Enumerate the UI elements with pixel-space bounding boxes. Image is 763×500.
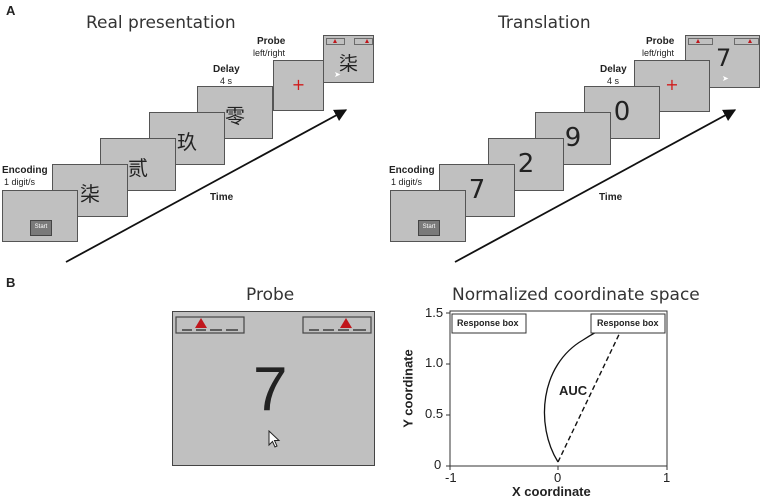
right-probe-stimulus: 7 xyxy=(716,44,732,72)
left-time-label: Time xyxy=(210,192,234,203)
left-probe-screen: 柒 ➤ xyxy=(323,35,374,83)
right-probe-markers xyxy=(688,38,759,45)
mouse-cursor-icon xyxy=(268,430,281,448)
x-tick-neg1: -1 xyxy=(445,470,457,485)
left-fixation-cross: + xyxy=(291,75,306,94)
time-arrow-right xyxy=(454,109,737,263)
y-axis-label: Y coordinate xyxy=(400,349,416,428)
x-tick-1: 1 xyxy=(663,470,671,485)
right-encoding-rate: 1 digit/s xyxy=(391,177,423,187)
right-probe-value: left/right xyxy=(642,48,675,58)
left-delay-label: Delay xyxy=(213,64,240,75)
y-tick-10: 1.0 xyxy=(425,355,444,370)
left-encoding-label: Encoding xyxy=(2,165,48,176)
right-marker-triangle xyxy=(340,318,352,328)
left-probe-stimulus: 柒 xyxy=(338,53,358,75)
response-box-right-label: Response box xyxy=(597,318,659,328)
panel-b-label: B xyxy=(6,275,16,290)
real-presentation-title: Real presentation xyxy=(86,13,236,33)
y-tick-05: 0.5 xyxy=(425,406,444,421)
auc-label: AUC xyxy=(559,383,588,398)
cursor-icon: ➤ xyxy=(722,74,729,83)
left-delay-value: 4 s xyxy=(220,76,233,86)
probe-title: Probe xyxy=(246,285,295,305)
probe-screen-large: 7 xyxy=(172,311,375,466)
response-box-left xyxy=(451,313,527,334)
coord-space-title: Normalized coordinate space xyxy=(452,285,700,305)
left-stimulus-4-text: 零 xyxy=(225,104,245,128)
coordinate-plot xyxy=(446,310,668,470)
left-stimulus-1-text: 柒 xyxy=(80,182,100,206)
left-delay-screen: + xyxy=(273,60,324,111)
right-probe-label: Probe xyxy=(646,36,675,47)
right-start-screen: Start xyxy=(390,190,466,242)
left-marker-triangle xyxy=(195,318,207,328)
cursor-icon: ➤ xyxy=(334,70,341,79)
right-start-button: Start xyxy=(418,220,440,236)
time-arrow-left xyxy=(65,109,348,263)
left-probe-markers xyxy=(326,38,373,45)
straight-line xyxy=(557,321,626,463)
right-stimulus-2-text: 2 xyxy=(517,149,535,179)
x-tick-0: 0 xyxy=(554,470,562,485)
left-encoding-rate: 1 digit/s xyxy=(4,177,36,187)
translation-title: Translation xyxy=(498,13,591,33)
right-fixation-cross: + xyxy=(665,75,679,94)
right-delay-label: Delay xyxy=(600,64,627,75)
panel-a-label: A xyxy=(6,3,16,18)
x-axis-label: X coordinate xyxy=(512,484,591,499)
probe-digit: 7 xyxy=(253,355,288,424)
left-probe-value: left/right xyxy=(253,48,286,58)
right-stimulus-1-text: 7 xyxy=(468,175,486,205)
response-box-right xyxy=(590,313,666,334)
right-stimulus-4-text: 0 xyxy=(613,97,631,127)
left-start-button: Start xyxy=(30,220,52,236)
left-stimulus-2-text: 贰 xyxy=(128,156,148,180)
left-start-screen: Start xyxy=(2,190,78,242)
time-arrows xyxy=(65,109,737,263)
response-box-left-label: Response box xyxy=(457,318,519,328)
right-time-label: Time xyxy=(599,192,623,203)
left-stimulus-3-text: 玖 xyxy=(177,130,197,154)
left-probe-label: Probe xyxy=(257,36,286,47)
y-tick-15: 1.5 xyxy=(425,305,444,320)
right-encoding-label: Encoding xyxy=(389,165,435,176)
right-delay-value: 4 s xyxy=(607,76,620,86)
right-stimulus-3-text: 9 xyxy=(564,123,582,153)
y-tick-0: 0 xyxy=(434,457,442,472)
probe-response-markers xyxy=(175,316,372,334)
